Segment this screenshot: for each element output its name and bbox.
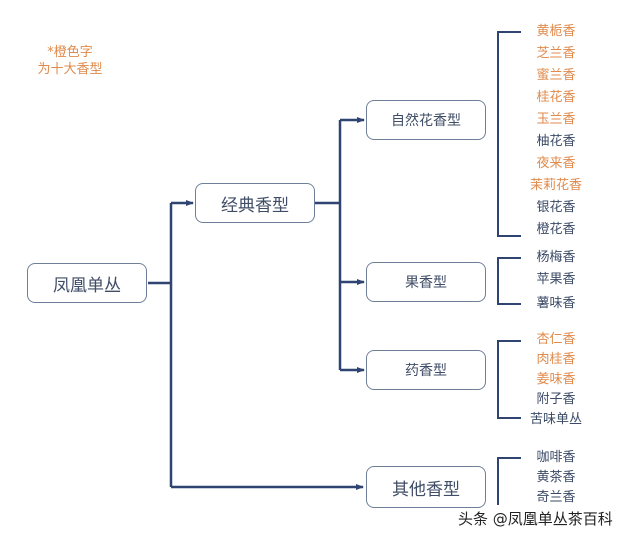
leaf-item: 肉桂香 bbox=[536, 352, 576, 367]
leaf-item: 夜来香 bbox=[536, 156, 576, 171]
group-node-herbal[interactable]: 药香型 bbox=[366, 350, 486, 390]
group-label: 其他香型 bbox=[392, 479, 460, 500]
leaf-item: 苹果香 bbox=[536, 272, 576, 287]
leaf-item: 芝兰香 bbox=[536, 46, 576, 61]
leaf-item: 玉兰香 bbox=[536, 112, 576, 127]
root-node[interactable]: 凤凰单丛 bbox=[27, 263, 147, 303]
legend-note: *橙色字 为十大香型 bbox=[20, 44, 120, 78]
bracket-other bbox=[497, 457, 521, 505]
leaf-item: 咖啡香 bbox=[536, 450, 576, 465]
leaf-item: 银花香 bbox=[536, 200, 576, 215]
leaf-item: 杨梅香 bbox=[536, 250, 576, 265]
leaf-item: 蜜兰香 bbox=[536, 68, 576, 83]
group-label: 自然花香型 bbox=[391, 113, 461, 129]
classic-branch-node[interactable]: 经典香型 bbox=[195, 183, 315, 223]
leaf-item: 柚花香 bbox=[536, 134, 576, 149]
leaf-item: 苦味单丛 bbox=[529, 412, 582, 427]
legend-note-line2: 为十大香型 bbox=[37, 62, 103, 77]
leaf-item: 杏仁香 bbox=[536, 332, 576, 347]
leaf-item: 附子香 bbox=[536, 392, 576, 407]
group-label: 药香型 bbox=[405, 363, 447, 379]
leaf-item: 黄茶香 bbox=[536, 470, 576, 485]
group-node-other[interactable]: 其他香型 bbox=[366, 466, 486, 508]
leaf-item: 桂花香 bbox=[536, 90, 576, 105]
group-label: 果香型 bbox=[405, 275, 447, 291]
classic-branch-label: 经典香型 bbox=[221, 195, 289, 216]
bracket-floral bbox=[497, 31, 521, 237]
legend-note-line1: *橙色字 bbox=[47, 45, 93, 60]
leaf-item: 黄栀香 bbox=[536, 24, 576, 39]
root-node-label: 凤凰单丛 bbox=[53, 275, 121, 296]
leaf-item: 薯味香 bbox=[536, 296, 576, 311]
watermark: 头条 @凤凰单丛茶百科 bbox=[458, 510, 613, 528]
leaf-item: 姜味香 bbox=[536, 372, 576, 387]
bracket-herbal bbox=[497, 340, 521, 419]
leaf-item: 橙花香 bbox=[536, 222, 576, 237]
leaf-item: 茉莉花香 bbox=[529, 178, 582, 193]
group-node-floral[interactable]: 自然花香型 bbox=[366, 100, 486, 140]
bracket-fruit bbox=[497, 257, 521, 305]
leaf-item: 奇兰香 bbox=[536, 490, 576, 505]
group-node-fruit[interactable]: 果香型 bbox=[366, 262, 486, 302]
